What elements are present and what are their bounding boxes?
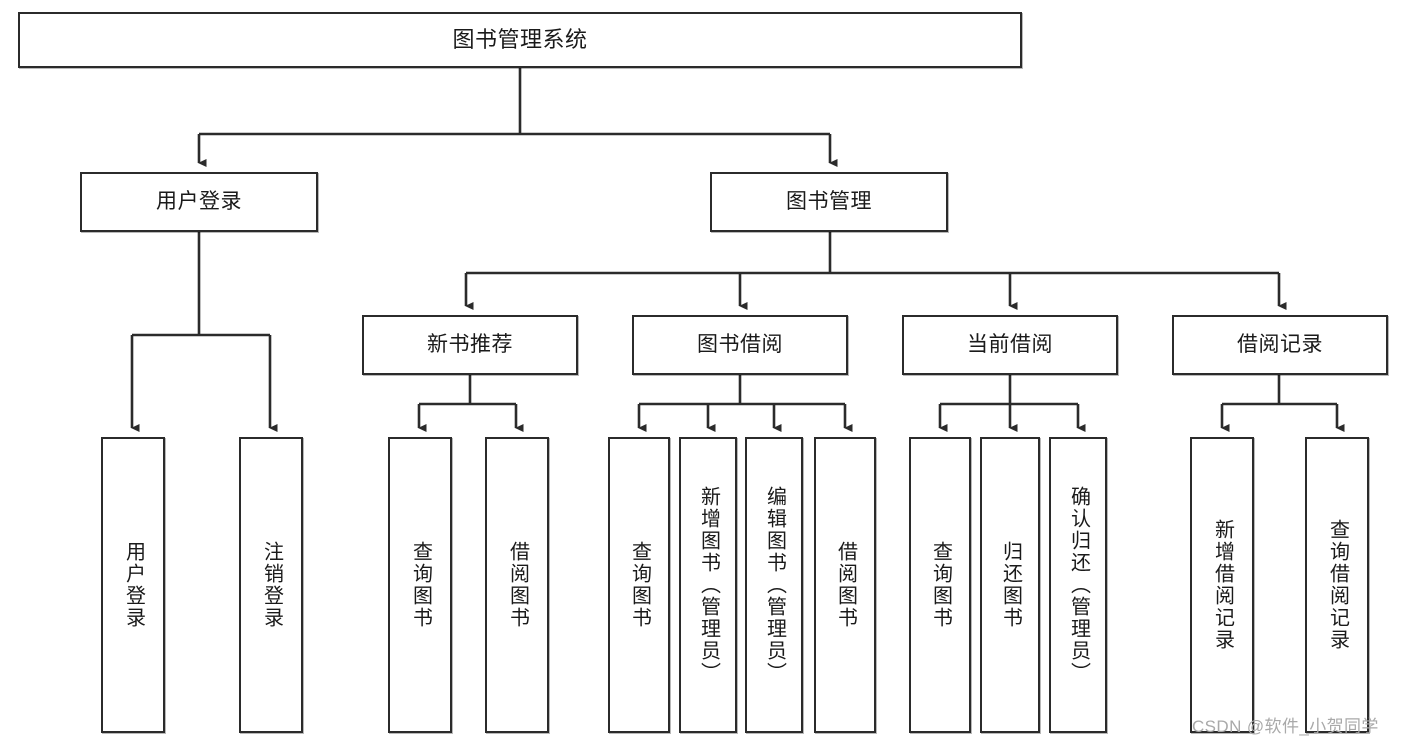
node-label: 归还图书: [999, 541, 1022, 629]
node-leaf-edit-book[interactable]: 编辑图书（管理员）: [745, 437, 803, 733]
node-leaf-borrow-book-recommend[interactable]: 借阅图书: [485, 437, 549, 733]
node-new-book-recommend[interactable]: 新书推荐: [362, 315, 578, 375]
node-leaf-user-logout[interactable]: 注销登录: [239, 437, 303, 733]
node-label: 查询图书: [628, 541, 651, 629]
node-label: 借阅记录: [1237, 332, 1323, 356]
node-user-login[interactable]: 用户登录: [80, 172, 318, 232]
node-label: 当前借阅: [967, 332, 1053, 356]
node-borrow-record[interactable]: 借阅记录: [1172, 315, 1388, 375]
node-label: 编辑图书（管理员）: [763, 486, 786, 684]
node-book-management[interactable]: 图书管理: [710, 172, 948, 232]
node-label: 借阅图书: [834, 541, 857, 629]
node-label: 确认归还（管理员）: [1067, 486, 1090, 684]
node-book-borrow[interactable]: 图书借阅: [632, 315, 848, 375]
node-label: 图书借阅: [697, 332, 783, 356]
node-label: 图书管理系统: [452, 27, 588, 53]
node-label: 查询借阅记录: [1326, 519, 1349, 651]
node-leaf-return-book[interactable]: 归还图书: [980, 437, 1040, 733]
node-leaf-borrow-book[interactable]: 借阅图书: [814, 437, 876, 733]
node-label: 查询图书: [929, 541, 952, 629]
node-label: 新增借阅记录: [1211, 519, 1234, 651]
node-label: 图书管理: [786, 189, 872, 213]
node-leaf-add-book[interactable]: 新增图书（管理员）: [679, 437, 737, 733]
node-label: 新增图书（管理员）: [697, 486, 720, 684]
node-leaf-query-borrow-record[interactable]: 查询借阅记录: [1305, 437, 1369, 733]
node-leaf-query-book-borrow[interactable]: 查询图书: [608, 437, 670, 733]
node-label: 注销登录: [260, 541, 283, 629]
node-leaf-query-book-current[interactable]: 查询图书: [909, 437, 971, 733]
node-label: 用户登录: [156, 189, 242, 213]
node-label: 借阅图书: [506, 541, 529, 629]
node-leaf-query-book-recommend[interactable]: 查询图书: [388, 437, 452, 733]
node-leaf-add-borrow-record[interactable]: 新增借阅记录: [1190, 437, 1254, 733]
node-label: 查询图书: [409, 541, 432, 629]
node-label: 新书推荐: [427, 332, 513, 356]
node-leaf-user-login[interactable]: 用户登录: [101, 437, 165, 733]
csdn-watermark: CSDN @软件_小贺同学: [1192, 717, 1379, 736]
node-label: 用户登录: [122, 541, 145, 629]
node-root-book-management-system[interactable]: 图书管理系统: [18, 12, 1022, 68]
node-leaf-confirm-return[interactable]: 确认归还（管理员）: [1049, 437, 1107, 733]
node-current-borrow[interactable]: 当前借阅: [902, 315, 1118, 375]
